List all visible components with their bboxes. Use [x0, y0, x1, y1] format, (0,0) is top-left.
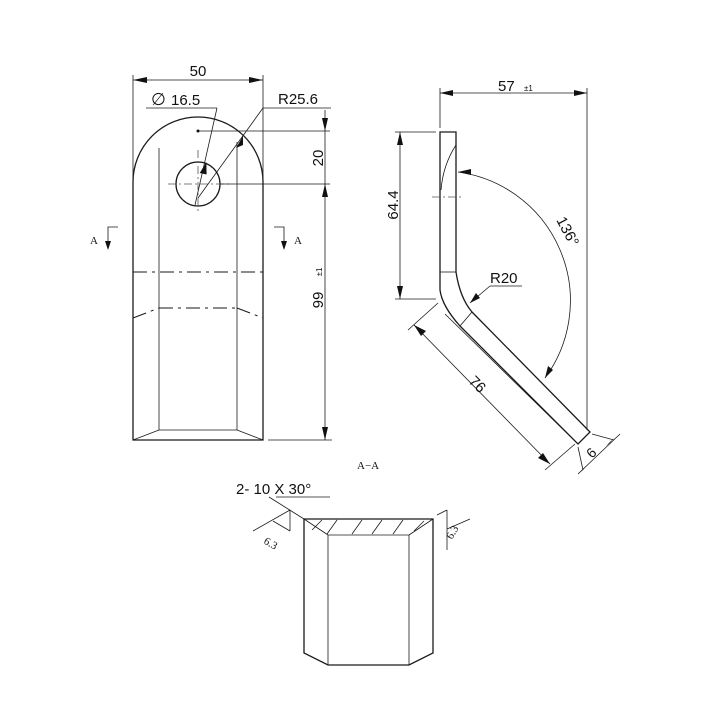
- dim-height: 99: [310, 292, 327, 309]
- section-marker-right: A: [274, 226, 302, 250]
- dim-thickness: 6: [583, 444, 600, 461]
- surface-finish-left: 6.3: [252, 509, 291, 553]
- side-view: 57 ±1 64.4 136° R20 76 6: [385, 78, 621, 475]
- dim-hole-diameter: 16.5: [171, 92, 200, 109]
- section-outline: [303, 518, 434, 666]
- bend-line-lower-left: [132, 307, 160, 319]
- section-marker-left: A: [90, 226, 118, 250]
- bevel-corner-left: [132, 429, 160, 441]
- front-view: 50 ∅ 16.5 R25.6 20 99 ±1 A: [90, 63, 332, 441]
- dim-height-tolerance: ±1: [315, 267, 324, 276]
- front-view-outline: [132, 116, 264, 441]
- section-title: A−A: [357, 460, 379, 472]
- dim-blade-length: 76: [465, 373, 489, 397]
- dim-overall-width: 57: [498, 78, 515, 95]
- bevel-corner-right: [236, 429, 264, 441]
- blade-profile: [439, 131, 591, 445]
- dim-outer-radius: R25.6: [278, 91, 318, 108]
- bend-line-lower-right: [236, 307, 264, 319]
- section-hatching: [311, 519, 425, 535]
- dim-vertical-length: 64.4: [385, 190, 402, 219]
- dim-overall-width-tolerance: ±1: [524, 84, 533, 93]
- dim-bend-radius: R20: [490, 270, 518, 287]
- svg-text:6.3: 6.3: [262, 535, 280, 553]
- svg-text:A: A: [90, 235, 98, 247]
- dim-hole-offset: 20: [310, 150, 327, 167]
- section-view: A−A 2- 10 X 30° 6.3: [236, 460, 471, 666]
- svg-text:A: A: [294, 235, 302, 247]
- diameter-symbol: ∅: [151, 90, 166, 109]
- dim-width: 50: [190, 63, 207, 80]
- surface-finish-right: 6.3: [436, 509, 471, 550]
- chamfer-note: 2- 10 X 30°: [236, 481, 311, 498]
